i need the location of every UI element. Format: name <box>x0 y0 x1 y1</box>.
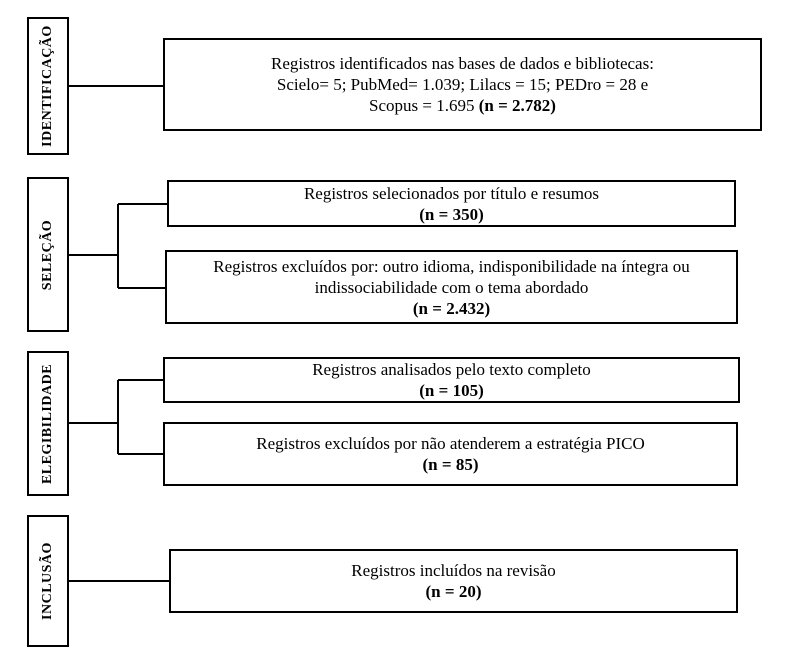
box-records-excluded-screening: Registros excluídos por: outro idioma, i… <box>165 250 738 324</box>
box-records-excluded-pico: Registros excluídos por não atenderem a … <box>163 422 738 486</box>
stage-text-elegibilidade: ELEGIBILIDADE <box>40 363 55 484</box>
selected-count: (n = 350) <box>419 204 484 224</box>
selected-line-1: Registros selecionados por título e resu… <box>303 183 600 203</box>
stage-text-selecao: SELEÇÃO <box>40 219 55 290</box>
identified-count: (n = 2.782) <box>478 96 556 115</box>
identified-line-2: Scielo= 5; PubMed= 1.039; Lilacs = 15; P… <box>276 75 649 94</box>
stage-label-elegibilidade: ELEGIBILIDADE <box>27 351 69 496</box>
excluded-screening-line-2: indissociabilidade com o tema abordado <box>314 277 589 297</box>
stage-label-selecao: SELEÇÃO <box>27 177 69 332</box>
box-records-included: Registros incluídos na revisão (n = 20) <box>169 549 738 613</box>
stage-text-identificacao: IDENTIFICAÇÃO <box>40 25 55 147</box>
stage-text-inclusao: INCLUSÃO <box>40 542 55 620</box>
fulltext-count: (n = 105) <box>419 381 484 400</box>
identified-scopus: Scopus = 1.695 <box>369 96 475 115</box>
stage-label-identificacao: IDENTIFICAÇÃO <box>27 17 69 155</box>
identified-line-1: Registros identificados nas bases de dad… <box>271 54 654 73</box>
box-records-identified: Registros identificados nas bases de dad… <box>163 38 762 131</box>
fulltext-line-1: Registros analisados pelo texto completo <box>312 360 591 379</box>
excluded-screening-count: (n = 2.432) <box>412 298 491 318</box>
excluded-screening-line-1: Registros excluídos por: outro idioma, i… <box>213 256 690 276</box>
stage-label-inclusao: INCLUSÃO <box>27 515 69 647</box>
identified-line-3: Scopus = 1.695 (n = 2.782) <box>369 95 556 116</box>
box-records-selected: Registros selecionados por título e resu… <box>167 180 736 227</box>
box-records-fulltext: Registros analisados pelo texto completo… <box>163 357 740 403</box>
excluded-pico-count: (n = 85) <box>422 455 479 474</box>
included-line-1: Registros incluídos na revisão <box>351 561 556 580</box>
excluded-pico-line-1: Registros excluídos por não atenderem a … <box>256 434 645 453</box>
included-count: (n = 20) <box>425 582 482 601</box>
